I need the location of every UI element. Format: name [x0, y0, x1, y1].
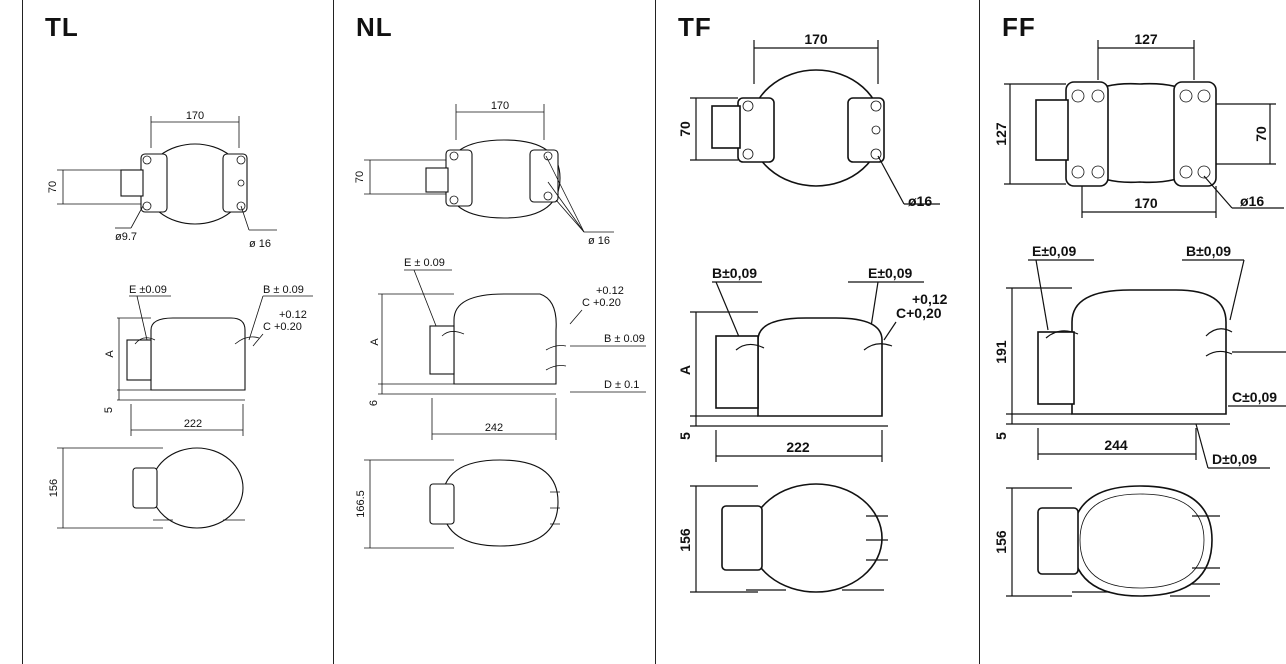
nl-bottom-depth: 166.5: [355, 490, 367, 518]
tl-top-width: 170: [186, 110, 204, 122]
nl-drawing: 170 70 ø 16 E ± 0.09 +0.12 C +0.20 B ± 0…: [354, 100, 646, 549]
ff-side-view: E±0,09 B±0,09 C±0,09 D±0,09 191 5: [993, 243, 1286, 469]
tf-label-b: B±0,09: [712, 265, 757, 281]
nl-label-d: D ± 0.1: [604, 379, 639, 391]
tf-drawing: 170 70 ø16 B±0,09 E±0,09 +0,12 C+0,20: [677, 31, 948, 593]
panel-title: FF: [1002, 12, 1036, 42]
tf-side-base: 5: [677, 432, 693, 440]
ff-label-b: B±0,09: [1186, 243, 1231, 259]
ff-top-height-right: 70: [1253, 126, 1269, 142]
tf-side-a: A: [677, 365, 693, 375]
panel-ff: FF 127 127 70 170: [980, 0, 1286, 664]
nl-hole-right: ø 16: [588, 235, 610, 247]
ff-side-length: 244: [1104, 437, 1128, 453]
tl-top-height: 70: [47, 181, 59, 193]
ff-label-d: D±0,09: [1212, 451, 1257, 467]
panel-title: TL: [45, 12, 79, 42]
tl-bottom-depth: 156: [48, 479, 60, 497]
ff-label-e: E±0,09: [1032, 243, 1076, 259]
tf-label-c: C+0,20: [896, 305, 942, 321]
tl-top-view: 170 70 ø9.7 ø 16: [47, 110, 277, 250]
nl-tol-plus: +0.12: [596, 285, 624, 297]
tf-bottom-depth: 156: [677, 528, 693, 552]
nl-top-width: 170: [491, 100, 509, 112]
tf-top-height: 70: [677, 121, 693, 137]
panel-tf: TF 170 70 ø16 B±0,09 E±0,09: [656, 0, 980, 664]
nl-label-c: C +0.20: [582, 297, 621, 309]
ff-side-base: 5: [993, 432, 1009, 440]
tl-hole-left: ø9.7: [115, 231, 137, 243]
nl-side-a: A: [369, 338, 381, 346]
tf-bottom-view: 156: [677, 483, 888, 593]
tl-side-base: 5: [103, 407, 115, 413]
tl-label-c: C +0.20: [263, 321, 302, 333]
ff-drawing: 127 127 70 170 ø16 E±0,09: [993, 31, 1286, 597]
nl-top-view: 170 70 ø 16: [354, 100, 614, 247]
ff-bottom-view: 156: [993, 485, 1220, 597]
tf-side-view: B±0,09 E±0,09 +0,12 C+0,20 A 5 222: [677, 265, 948, 462]
ff-top-view: 127 127 70 170 ø16: [993, 31, 1284, 218]
nl-side-base: 6: [368, 400, 380, 406]
nl-top-height: 70: [354, 171, 366, 183]
nl-label-b: B ± 0.09: [604, 333, 645, 345]
ff-side-height: 191: [993, 340, 1009, 364]
ff-top-length: 170: [1134, 195, 1158, 211]
ff-top-width: 127: [1134, 31, 1158, 47]
nl-label-e: E ± 0.09: [404, 257, 445, 269]
tl-tol-plus: +0.12: [279, 309, 307, 321]
tl-side-a: A: [104, 350, 116, 358]
nl-side-view: E ± 0.09 +0.12 C +0.20 B ± 0.09 D ± 0.1 …: [368, 257, 646, 440]
tl-bottom-view: 156: [48, 447, 245, 529]
ff-label-c: C±0,09: [1232, 389, 1277, 405]
tl-label-b: B ± 0.09: [263, 284, 304, 296]
panel-title: NL: [356, 12, 393, 42]
tf-top-width: 170: [804, 31, 828, 47]
tl-drawing: 170 70 ø9.7 ø 16 E ±0.09 B ± 0.09: [47, 110, 313, 529]
tf-side-length: 222: [786, 439, 810, 455]
tl-label-e: E ±0.09: [129, 284, 167, 296]
panel-tl: TL 170 70 ø9.7 ø 16 E ±: [22, 0, 334, 664]
tf-top-view: 170 70 ø16: [677, 31, 940, 209]
tl-side-length: 222: [184, 418, 202, 430]
ff-top-height-left: 127: [993, 122, 1009, 146]
tf-tol-plus: +0,12: [912, 291, 948, 307]
nl-bottom-view: 166.5: [355, 459, 560, 549]
tl-hole-right: ø 16: [249, 238, 271, 250]
tl-side-view: E ±0.09 B ± 0.09 +0.12 C +0.20 A 5 222: [103, 284, 313, 436]
nl-side-length: 242: [485, 422, 503, 434]
ff-bottom-depth: 156: [993, 530, 1009, 554]
tf-hole-right: ø16: [908, 193, 932, 209]
ff-hole-right: ø16: [1240, 193, 1264, 209]
panel-nl: NL 170 70 ø 16 E ± 0.09 +0: [334, 0, 656, 664]
panel-title: TF: [678, 12, 712, 42]
tf-label-e: E±0,09: [868, 265, 912, 281]
